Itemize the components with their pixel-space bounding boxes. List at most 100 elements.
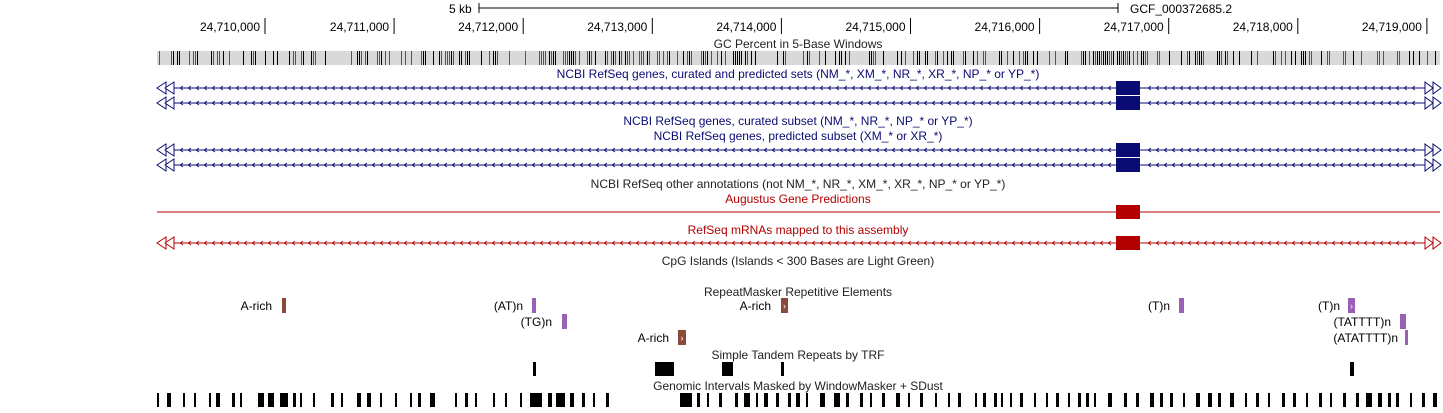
masked-interval[interactable] [167, 393, 171, 407]
trf-track[interactable]: Simple Tandem Repeats by TRF [533, 348, 1354, 376]
refseq-mrna-alignment[interactable] [156, 236, 1442, 250]
masked-interval[interactable] [313, 393, 315, 407]
masked-interval[interactable] [216, 393, 220, 407]
masked-interval[interactable] [1230, 393, 1234, 407]
masked-interval[interactable] [697, 393, 700, 407]
windowmasker-track[interactable]: Genomic Intervals Masked by WindowMasker… [157, 379, 1437, 407]
masked-interval[interactable] [530, 393, 542, 407]
masked-interval[interactable] [1001, 393, 1003, 407]
masked-interval[interactable] [367, 393, 371, 407]
repeat-element-at-n[interactable] [532, 298, 536, 313]
masked-interval[interactable] [1433, 393, 1437, 407]
exon-block[interactable] [1116, 143, 1140, 157]
masked-interval[interactable] [1282, 393, 1285, 407]
masked-interval[interactable] [520, 393, 522, 407]
masked-interval[interactable] [1343, 393, 1346, 407]
masked-interval[interactable] [719, 393, 722, 407]
masked-interval[interactable] [1068, 393, 1070, 407]
tandem-repeat-block[interactable] [722, 362, 733, 376]
masked-interval[interactable] [1094, 393, 1096, 407]
masked-interval[interactable] [834, 393, 840, 407]
masked-interval[interactable] [1208, 393, 1212, 407]
masked-interval[interactable] [1078, 393, 1081, 407]
masked-interval[interactable] [548, 393, 552, 407]
masked-interval[interactable] [418, 393, 421, 407]
masked-interval[interactable] [1124, 393, 1127, 407]
repeat-element-t-n[interactable] [1348, 298, 1355, 313]
masked-interval[interactable] [796, 393, 800, 407]
masked-interval[interactable] [240, 393, 242, 407]
masked-interval[interactable] [935, 393, 937, 407]
masked-interval[interactable] [1010, 393, 1012, 407]
refseq-other-track[interactable]: NCBI RefSeq other annotations (not NM_*,… [591, 177, 1006, 191]
tandem-repeat-block[interactable] [655, 362, 674, 376]
masked-interval[interactable] [1330, 393, 1332, 407]
masked-interval[interactable] [1293, 393, 1296, 407]
masked-interval[interactable] [1422, 393, 1425, 407]
refseq-predicted-transcript-1[interactable] [156, 143, 1442, 157]
masked-interval[interactable] [1306, 393, 1308, 407]
masked-interval[interactable] [1256, 393, 1259, 407]
masked-interval[interactable] [806, 393, 808, 407]
masked-interval[interactable] [493, 393, 495, 407]
masked-interval[interactable] [341, 393, 343, 407]
masked-interval[interactable] [194, 393, 196, 407]
masked-interval[interactable] [455, 393, 457, 407]
repeat-element-a-rich[interactable] [678, 330, 686, 345]
masked-interval[interactable] [280, 393, 288, 407]
masked-interval[interactable] [776, 393, 779, 407]
repeat-element-tg-n[interactable] [562, 314, 567, 329]
repeat-element-a-rich[interactable] [282, 298, 286, 313]
cpg-islands-track[interactable]: CpG Islands (Islands < 300 Bases are Lig… [662, 254, 934, 268]
masked-interval[interactable] [1034, 393, 1036, 407]
masked-interval[interactable] [1108, 393, 1112, 407]
exon-block[interactable] [1116, 158, 1140, 172]
masked-interval[interactable] [1086, 393, 1089, 407]
augustus-exon[interactable] [1116, 205, 1140, 219]
masked-interval[interactable] [1396, 393, 1399, 407]
refseq-predicted-track[interactable]: NCBI RefSeq genes, predicted subset (XM_… [156, 129, 1442, 172]
masked-interval[interactable] [735, 393, 738, 407]
masked-interval[interactable] [975, 393, 977, 407]
masked-interval[interactable] [505, 393, 507, 407]
masked-interval[interactable] [994, 393, 997, 407]
masked-interval[interactable] [958, 393, 961, 407]
refseq-predicted-transcript-2[interactable] [156, 158, 1442, 172]
repeat-element-atatttt-n[interactable] [1405, 330, 1408, 345]
masked-interval[interactable] [606, 393, 609, 407]
masked-interval[interactable] [1410, 393, 1412, 407]
masked-interval[interactable] [293, 393, 296, 407]
masked-interval[interactable] [1378, 393, 1382, 407]
masked-interval[interactable] [465, 393, 468, 407]
masked-interval[interactable] [1150, 393, 1154, 407]
masked-interval[interactable] [1183, 393, 1185, 407]
masked-interval[interactable] [556, 393, 565, 407]
masked-interval[interactable] [860, 393, 863, 407]
masked-interval[interactable] [1136, 393, 1139, 407]
masked-interval[interactable] [380, 393, 382, 407]
masked-interval[interactable] [707, 393, 709, 407]
masked-interval[interactable] [896, 393, 900, 407]
masked-interval[interactable] [1218, 393, 1221, 407]
gc-percent-track[interactable]: GC Percent in 5-Base Windows [157, 37, 1440, 65]
masked-interval[interactable] [209, 393, 211, 407]
masked-interval[interactable] [410, 393, 412, 407]
masked-interval[interactable] [582, 393, 585, 407]
refseq-all-track[interactable]: NCBI RefSeq genes, curated and predicted… [156, 67, 1442, 110]
masked-interval[interactable] [846, 393, 849, 407]
refseq-curated-track[interactable]: NCBI RefSeq genes, curated subset (NM_*,… [623, 114, 972, 128]
tandem-repeat-block[interactable] [1350, 362, 1354, 376]
masked-interval[interactable] [1056, 393, 1059, 407]
masked-interval[interactable] [475, 393, 477, 407]
masked-interval[interactable] [1245, 393, 1247, 407]
masked-interval[interactable] [430, 393, 435, 407]
masked-interval[interactable] [1160, 393, 1163, 407]
masked-interval[interactable] [1388, 393, 1391, 407]
masked-interval[interactable] [1356, 393, 1359, 407]
masked-interval[interactable] [1319, 393, 1322, 407]
masked-interval[interactable] [357, 393, 361, 407]
masked-interval[interactable] [882, 393, 885, 407]
masked-interval[interactable] [258, 393, 264, 407]
masked-interval[interactable] [593, 393, 595, 407]
